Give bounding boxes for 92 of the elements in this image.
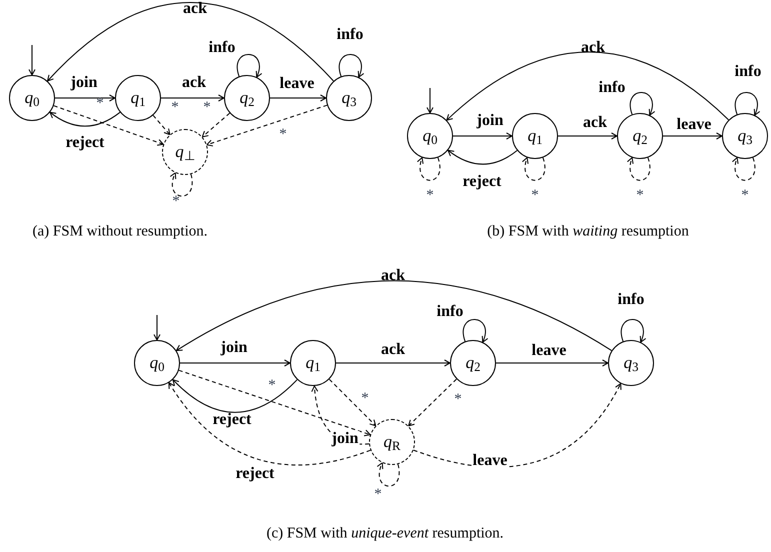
edge-label: * [374, 488, 382, 502]
edge-label: ack [183, 1, 207, 17]
edge-label: * [203, 100, 211, 116]
edge-label: leave [472, 453, 508, 469]
transition-arrow [152, 114, 170, 136]
transition-arrow [446, 52, 730, 121]
edge-label: ack [583, 115, 607, 131]
state-label: q$_{0}$ [24, 87, 40, 111]
transition-arrow [53, 105, 164, 146]
edge-label: ack [381, 342, 405, 358]
transition-arrow [50, 112, 120, 127]
state-label: q$_{1}$ [306, 352, 320, 376]
edge-label: reject [462, 174, 502, 190]
edge-label: join [330, 431, 360, 447]
edge-label: * [361, 392, 369, 406]
transition-arrow [206, 104, 328, 146]
edge-label: * [426, 188, 434, 204]
transition-arrow [662, 132, 722, 140]
edge-label: info [598, 80, 626, 96]
edge-label: join [70, 75, 98, 91]
state-label: q$_{2}$ [240, 87, 254, 111]
self-loop-arrow [630, 92, 655, 116]
transition-arrow [496, 360, 608, 366]
transition-arrow [168, 382, 371, 466]
self-loop-arrow [236, 54, 262, 78]
edge-label: join [220, 340, 248, 356]
self-loop-arrow [338, 54, 364, 78]
transition-arrow [180, 360, 290, 366]
subfigure-caption: (a) FSM without resumption. [32, 224, 208, 240]
edge-label: join [476, 113, 504, 129]
transition-arrow [426, 88, 434, 114]
edge-label: info [618, 292, 644, 308]
state-label: q$_{2}$ [466, 352, 480, 376]
edge-label: info [734, 64, 762, 80]
transition-arrow [176, 280, 612, 352]
edge-label: ack [581, 40, 605, 56]
state-label: q$_{⊥}$ [175, 141, 195, 165]
state-label: q$_{1}$ [130, 87, 146, 111]
transition-arrow [448, 150, 518, 165]
state-label: q$_{3}$ [342, 87, 356, 111]
edge-label: info [436, 304, 464, 320]
state-label: q$_{3}$ [738, 125, 752, 149]
state-label: q$_{0}$ [422, 125, 438, 149]
self-loop-arrow [734, 92, 760, 116]
transition-arrow [408, 378, 457, 426]
edge-label: * [268, 378, 276, 394]
edge-label: * [741, 188, 749, 204]
edge-label: leave [676, 117, 712, 133]
edge-label: leave [280, 76, 314, 92]
transition-arrow [47, 2, 334, 82]
transition-arrow [558, 132, 618, 140]
state-label: q$_{3}$ [624, 352, 638, 376]
subfigure-caption: (b) FSM with waiting resumption [487, 224, 689, 240]
transition-arrow [172, 379, 298, 413]
state-label: q$_{1}$ [528, 125, 542, 149]
transition-arrow [328, 378, 376, 426]
edge-label: * [531, 188, 539, 204]
subfigure-caption: (c) FSM with unique-event resumption. [266, 526, 504, 542]
transition-arrow [28, 44, 36, 76]
transition-arrow [154, 314, 160, 340]
edge-label: reject [234, 466, 276, 482]
edge-label: info [336, 27, 364, 43]
transition-arrow [178, 370, 371, 436]
self-loop-arrow [620, 318, 646, 343]
edge-label: * [636, 188, 644, 204]
edge-label: * [279, 128, 287, 142]
edge-label: * [171, 100, 179, 116]
edge-label: info [208, 40, 236, 56]
transition-arrow [202, 112, 230, 138]
transition-arrow [54, 94, 116, 102]
edge-label: * [172, 194, 180, 210]
edge-label: leave [532, 343, 566, 359]
edge-label: * [96, 96, 104, 112]
edge-label: ack [381, 268, 405, 284]
self-loop-arrow [627, 157, 650, 181]
edge-label: * [454, 392, 462, 408]
self-loop-arrow [170, 172, 193, 197]
self-loop-arrow [417, 157, 440, 181]
edge-label: reject [212, 412, 252, 428]
edge-label: reject [66, 135, 104, 151]
self-loop-arrow [732, 157, 756, 181]
state-label: q$_{0}$ [150, 352, 164, 376]
transition-arrow [452, 132, 512, 140]
self-loop-arrow [522, 157, 546, 181]
edge-label: ack [182, 75, 206, 91]
self-loop-arrow [462, 318, 488, 343]
state-label: q$_{2}$ [632, 125, 648, 149]
transition-arrow [160, 94, 224, 102]
transition-arrow [336, 360, 450, 366]
transition-arrow [270, 94, 326, 102]
self-loop-arrow [377, 462, 400, 487]
state-label: q$_{R}$ [383, 431, 400, 455]
